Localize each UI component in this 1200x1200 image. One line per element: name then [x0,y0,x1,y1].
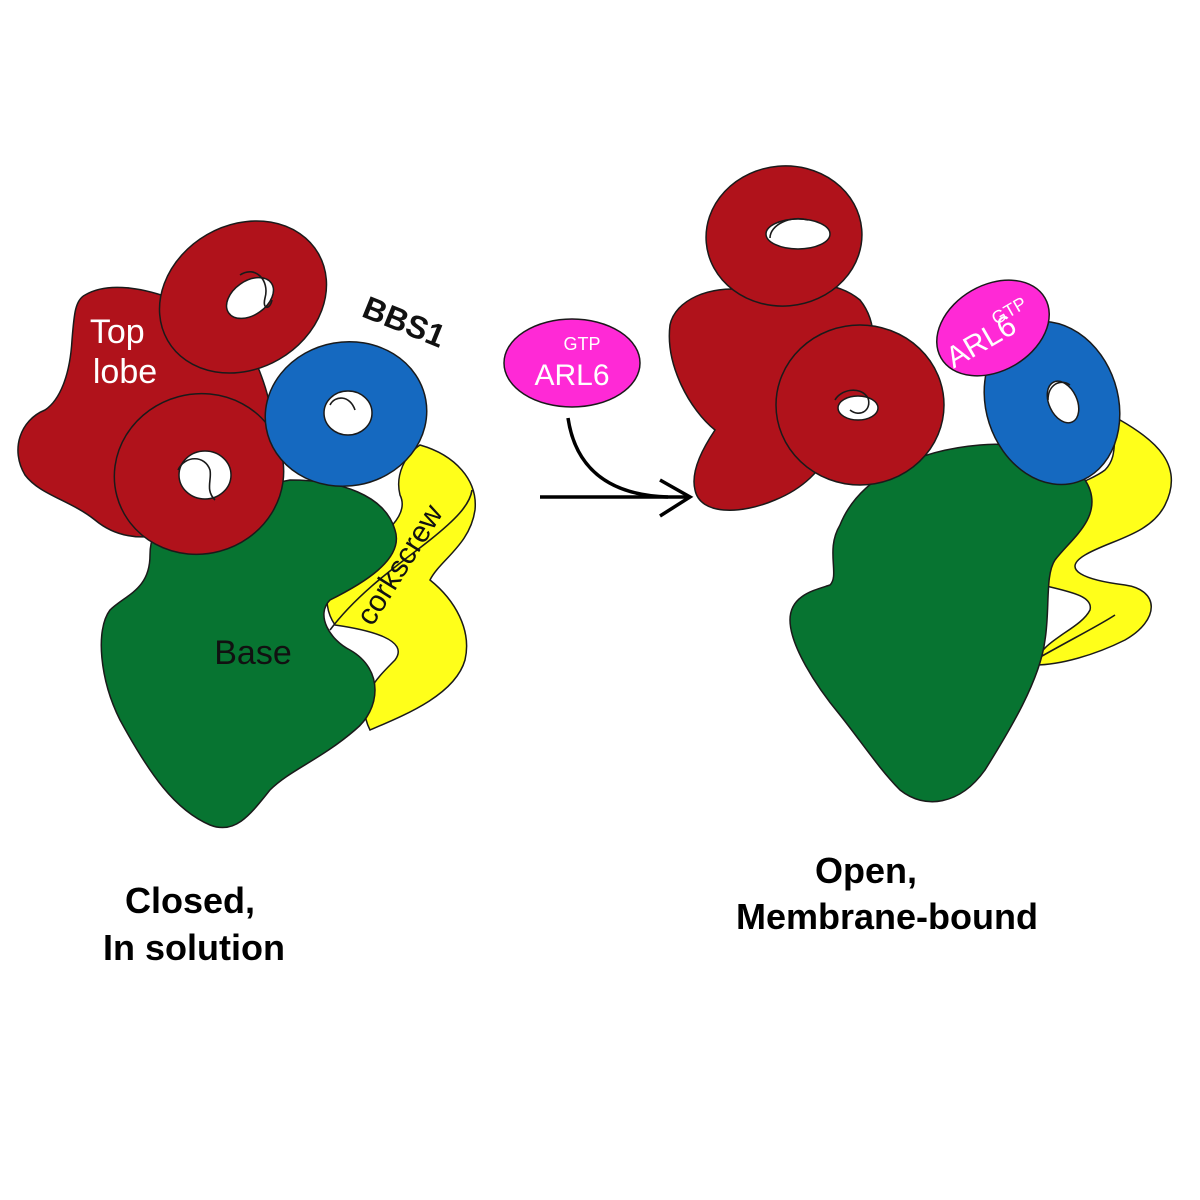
transition-arrow [540,417,694,518]
closed-corkscrew-label-line [329,489,473,631]
open-lower-ring [775,324,945,486]
open-base-shape [789,443,1093,803]
free-gtp-label: GTP [563,334,600,354]
closed-caption: Closed, In solution [103,880,285,968]
open-upper-ring [705,165,863,307]
bound-arl6: GTP ARL6 [936,279,1050,377]
closed-bbs1-ring [264,340,428,488]
closed-top-ring [158,220,328,374]
free-arl6: GTP ARL6 [503,318,641,408]
base-label: Base [214,634,292,672]
open-bbsome: GTP ARL6 [668,165,1173,803]
open-caption: Open, Membrane-bound [736,850,1038,937]
closed-base-shape [100,479,398,829]
top-lobe-label: Top lobe [90,313,157,391]
closed-bbsome: Top lobe BBS1 corkscrew Base [17,220,476,829]
free-arl6-label: ARL6 [534,359,609,392]
